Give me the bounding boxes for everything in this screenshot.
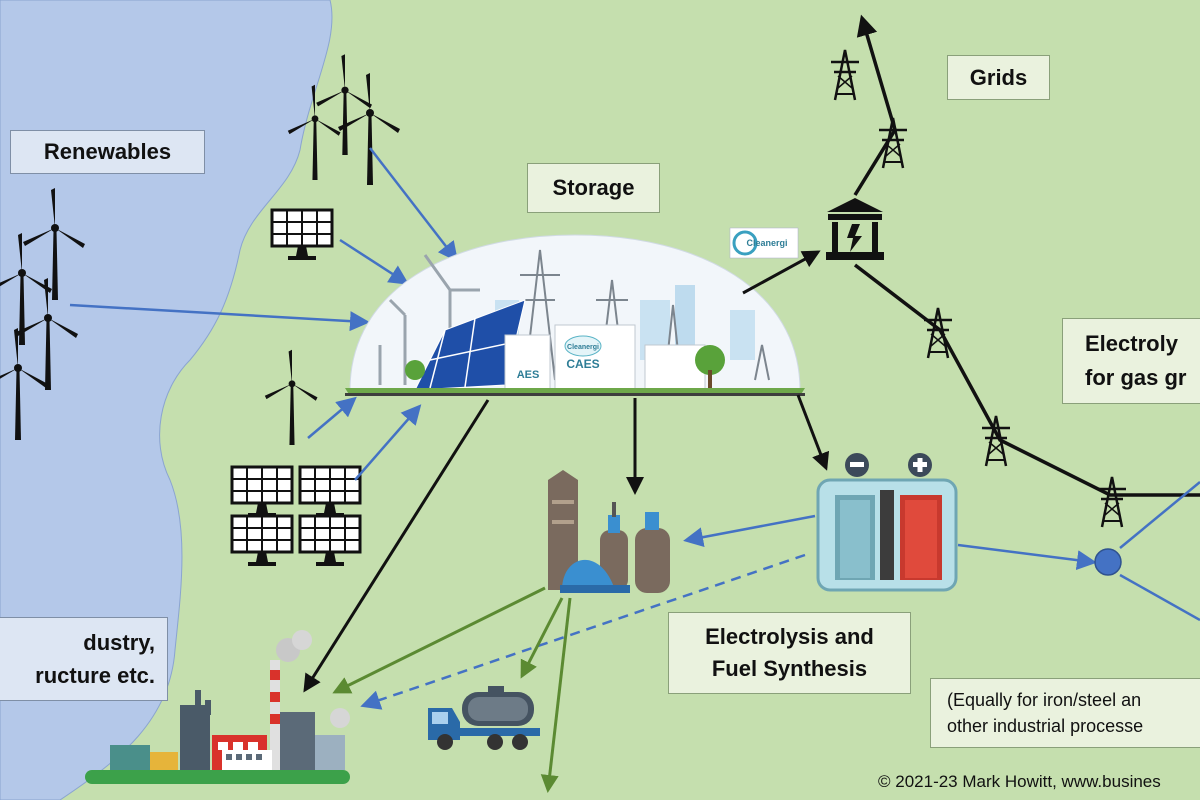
grids-text: Grids (969, 64, 1028, 90)
equally-line2: other industrial processe (947, 716, 1144, 736)
industry-icon (85, 630, 350, 784)
substation-icon (826, 198, 884, 260)
renewables-label: Renewables (10, 130, 205, 174)
electrolysis-fuel-line2: Fuel Synthesis (711, 656, 868, 681)
electrolyser-connections (360, 481, 1200, 710)
industry-label: dustry, ructure etc. (0, 617, 168, 701)
electrolyser-icon (816, 453, 958, 592)
electrolysis-fuel-synthesis-label: Electrolysis and Fuel Synthesis (668, 612, 911, 694)
renewables-to-storage-arrows (69, 147, 459, 481)
electrolysis-gas-line2: for gas gr (1085, 365, 1187, 390)
caes-label-partial: AES (517, 369, 540, 381)
tanker-truck-icon (428, 686, 540, 750)
electrolysis-fuel-line1: Electrolysis and (705, 624, 874, 649)
equally-line1: (Equally for iron/steel an (947, 690, 1142, 710)
storage-output-arrows (303, 250, 830, 693)
solar-panels (230, 208, 362, 568)
grids-label: Grids (947, 55, 1050, 100)
storage-label: Storage (527, 163, 660, 213)
sea (0, 0, 333, 800)
electrolysis-gas-line1: Electroly (1085, 331, 1178, 356)
copyright-text: © 2021-23 Mark Howitt, www.busines (878, 772, 1161, 791)
fuel-synthesis-plant-icon (548, 470, 670, 593)
cleanergi-badge: Cleanergi (729, 227, 799, 259)
caes-logo-text: Cleanergi (567, 344, 599, 351)
storage-hub-dome: Cleanergi CAES AES (345, 234, 805, 396)
industry-line1: dustry, (83, 630, 155, 655)
caes-label: CAES (566, 357, 599, 371)
renewables-text: Renewables (43, 139, 172, 164)
storage-text: Storage (552, 175, 635, 200)
equally-note-label: (Equally for iron/steel an other industr… (930, 678, 1200, 748)
gas-grid-node (1094, 548, 1122, 576)
pylons (829, 48, 1128, 529)
cleanergi-badge-text: Cleanergi (746, 238, 787, 248)
industry-line2: ructure etc. (35, 663, 155, 688)
fuel-output-arrows (332, 586, 572, 793)
electrolysis-gas-grid-label: Electroly for gas gr (1062, 318, 1200, 404)
